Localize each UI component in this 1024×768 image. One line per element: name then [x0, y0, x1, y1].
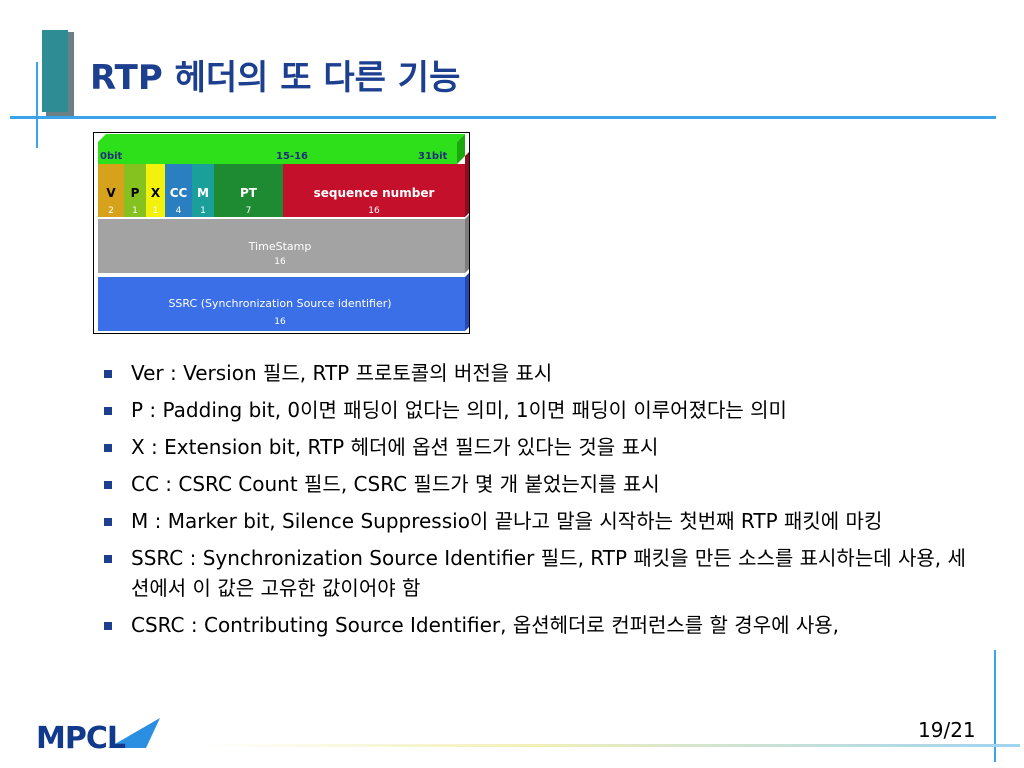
field-box: [214, 164, 283, 217]
logo-text: MPCL: [36, 721, 126, 754]
logo-accent-shape: [108, 718, 160, 748]
bullet-item: CC : CSRC Count 필드, CSRC 필드가 몇 개 붙었는지를 표…: [104, 469, 984, 499]
ruler-left-label: 0bit: [100, 151, 123, 162]
mpcl-logo-mark: MPCL: [36, 718, 160, 756]
field-bits: 2: [108, 206, 114, 216]
field-label: X: [151, 186, 161, 200]
timestamp-bits: 16: [274, 257, 286, 267]
field-label: M: [197, 186, 209, 200]
bullet-square-icon: [104, 370, 112, 378]
ssrc-bits: 16: [274, 317, 286, 327]
bullet-text: CSRC : Contributing Source Identifier, 옵…: [131, 613, 840, 637]
bullet-text: M : Marker bit, Silence Suppressio이 끝나고 …: [131, 509, 883, 533]
bullet-square-icon: [104, 481, 112, 489]
field-bits: 4: [176, 206, 182, 216]
footer-vertical-rule: [994, 650, 996, 762]
field-bits: 16: [368, 206, 380, 216]
page-number: 19/21: [918, 718, 976, 742]
field-label: V: [106, 186, 116, 200]
bullet-square-icon: [104, 555, 112, 563]
rtp-header-diagram: 0bit 15-16 31bit V 2 P 1 X 1 CC 4 M 1 PT 7 sequence …: [98, 134, 471, 331]
bullet-text: Ver : Version 필드, RTP 프로토콜의 버전을 표시: [131, 361, 553, 385]
field-box: [283, 164, 465, 217]
field-bits: 1: [153, 206, 159, 216]
title-underline: [10, 116, 996, 119]
field-bits: 1: [200, 206, 206, 216]
ruler-mid-label: 15-16: [276, 151, 308, 162]
bullet-item: X : Extension bit, RTP 헤더에 옵션 필드가 있다는 것을…: [104, 432, 984, 462]
bullet-item: CSRC : Contributing Source Identifier, 옵…: [104, 610, 984, 640]
ruler-bar-top: [98, 134, 465, 142]
bullet-list: Ver : Version 필드, RTP 프로토콜의 버전을 표시 P : Pa…: [104, 358, 984, 647]
bullet-item: P : Padding bit, 0이면 패딩이 없다는 의미, 1이면 패딩이…: [104, 395, 984, 425]
field-box: [146, 164, 165, 217]
fields-row-side: [465, 150, 471, 217]
timestamp-row: [98, 219, 465, 273]
timestamp-row-side: [465, 213, 471, 273]
bullet-text: CC : CSRC Count 필드, CSRC 필드가 몇 개 붙었는지를 표…: [131, 472, 660, 496]
bullet-item: Ver : Version 필드, RTP 프로토콜의 버전을 표시: [104, 358, 984, 388]
field-bits: 1: [132, 206, 138, 216]
ssrc-row: [98, 277, 465, 331]
field-box: [165, 164, 192, 217]
bullet-text: X : Extension bit, RTP 헤더에 옵션 필드가 있다는 것을…: [131, 435, 659, 459]
timestamp-label: TimeStamp: [248, 240, 312, 253]
field-label: CC: [170, 186, 188, 200]
ruler-bar-side: [457, 134, 465, 164]
field-box: [192, 164, 214, 217]
rtp-header-figure: 0bit 15-16 31bit V 2 P 1 X 1 CC 4 M 1 PT 7 sequence …: [93, 132, 471, 334]
title-accent-block-front: [42, 30, 68, 112]
field-box: [98, 164, 124, 217]
ssrc-row-side: [465, 271, 471, 331]
page-title: RTP 헤더의 또 다른 기능: [90, 58, 461, 98]
mpcl-logo: MPCL: [36, 712, 166, 758]
field-label: PT: [240, 186, 258, 200]
bullet-text: SSRC : Synchronization Source Identifier…: [131, 546, 966, 600]
ruler-bar: [98, 142, 457, 164]
bullet-square-icon: [104, 622, 112, 630]
field-box: [124, 164, 146, 217]
bullet-square-icon: [104, 407, 112, 415]
fields-row: V 2 P 1 X 1 CC 4 M 1 PT 7 sequence number 16: [98, 164, 465, 217]
bullet-item: M : Marker bit, Silence Suppressio이 끝나고 …: [104, 506, 984, 536]
field-bits: 7: [246, 206, 252, 216]
title-vertical-rule: [36, 62, 38, 148]
ssrc-label: SSRC (Synchronization Source identifier): [168, 297, 391, 310]
bullet-item: SSRC : Synchronization Source Identifier…: [104, 543, 984, 603]
field-label: sequence number: [314, 186, 435, 200]
ruler-right-label: 31bit: [418, 151, 448, 162]
footer-rule: [200, 744, 1020, 747]
bullet-square-icon: [104, 444, 112, 452]
field-label: P: [131, 186, 140, 200]
bullet-text: P : Padding bit, 0이면 패딩이 없다는 의미, 1이면 패딩이…: [131, 398, 787, 422]
bullet-square-icon: [104, 518, 112, 526]
